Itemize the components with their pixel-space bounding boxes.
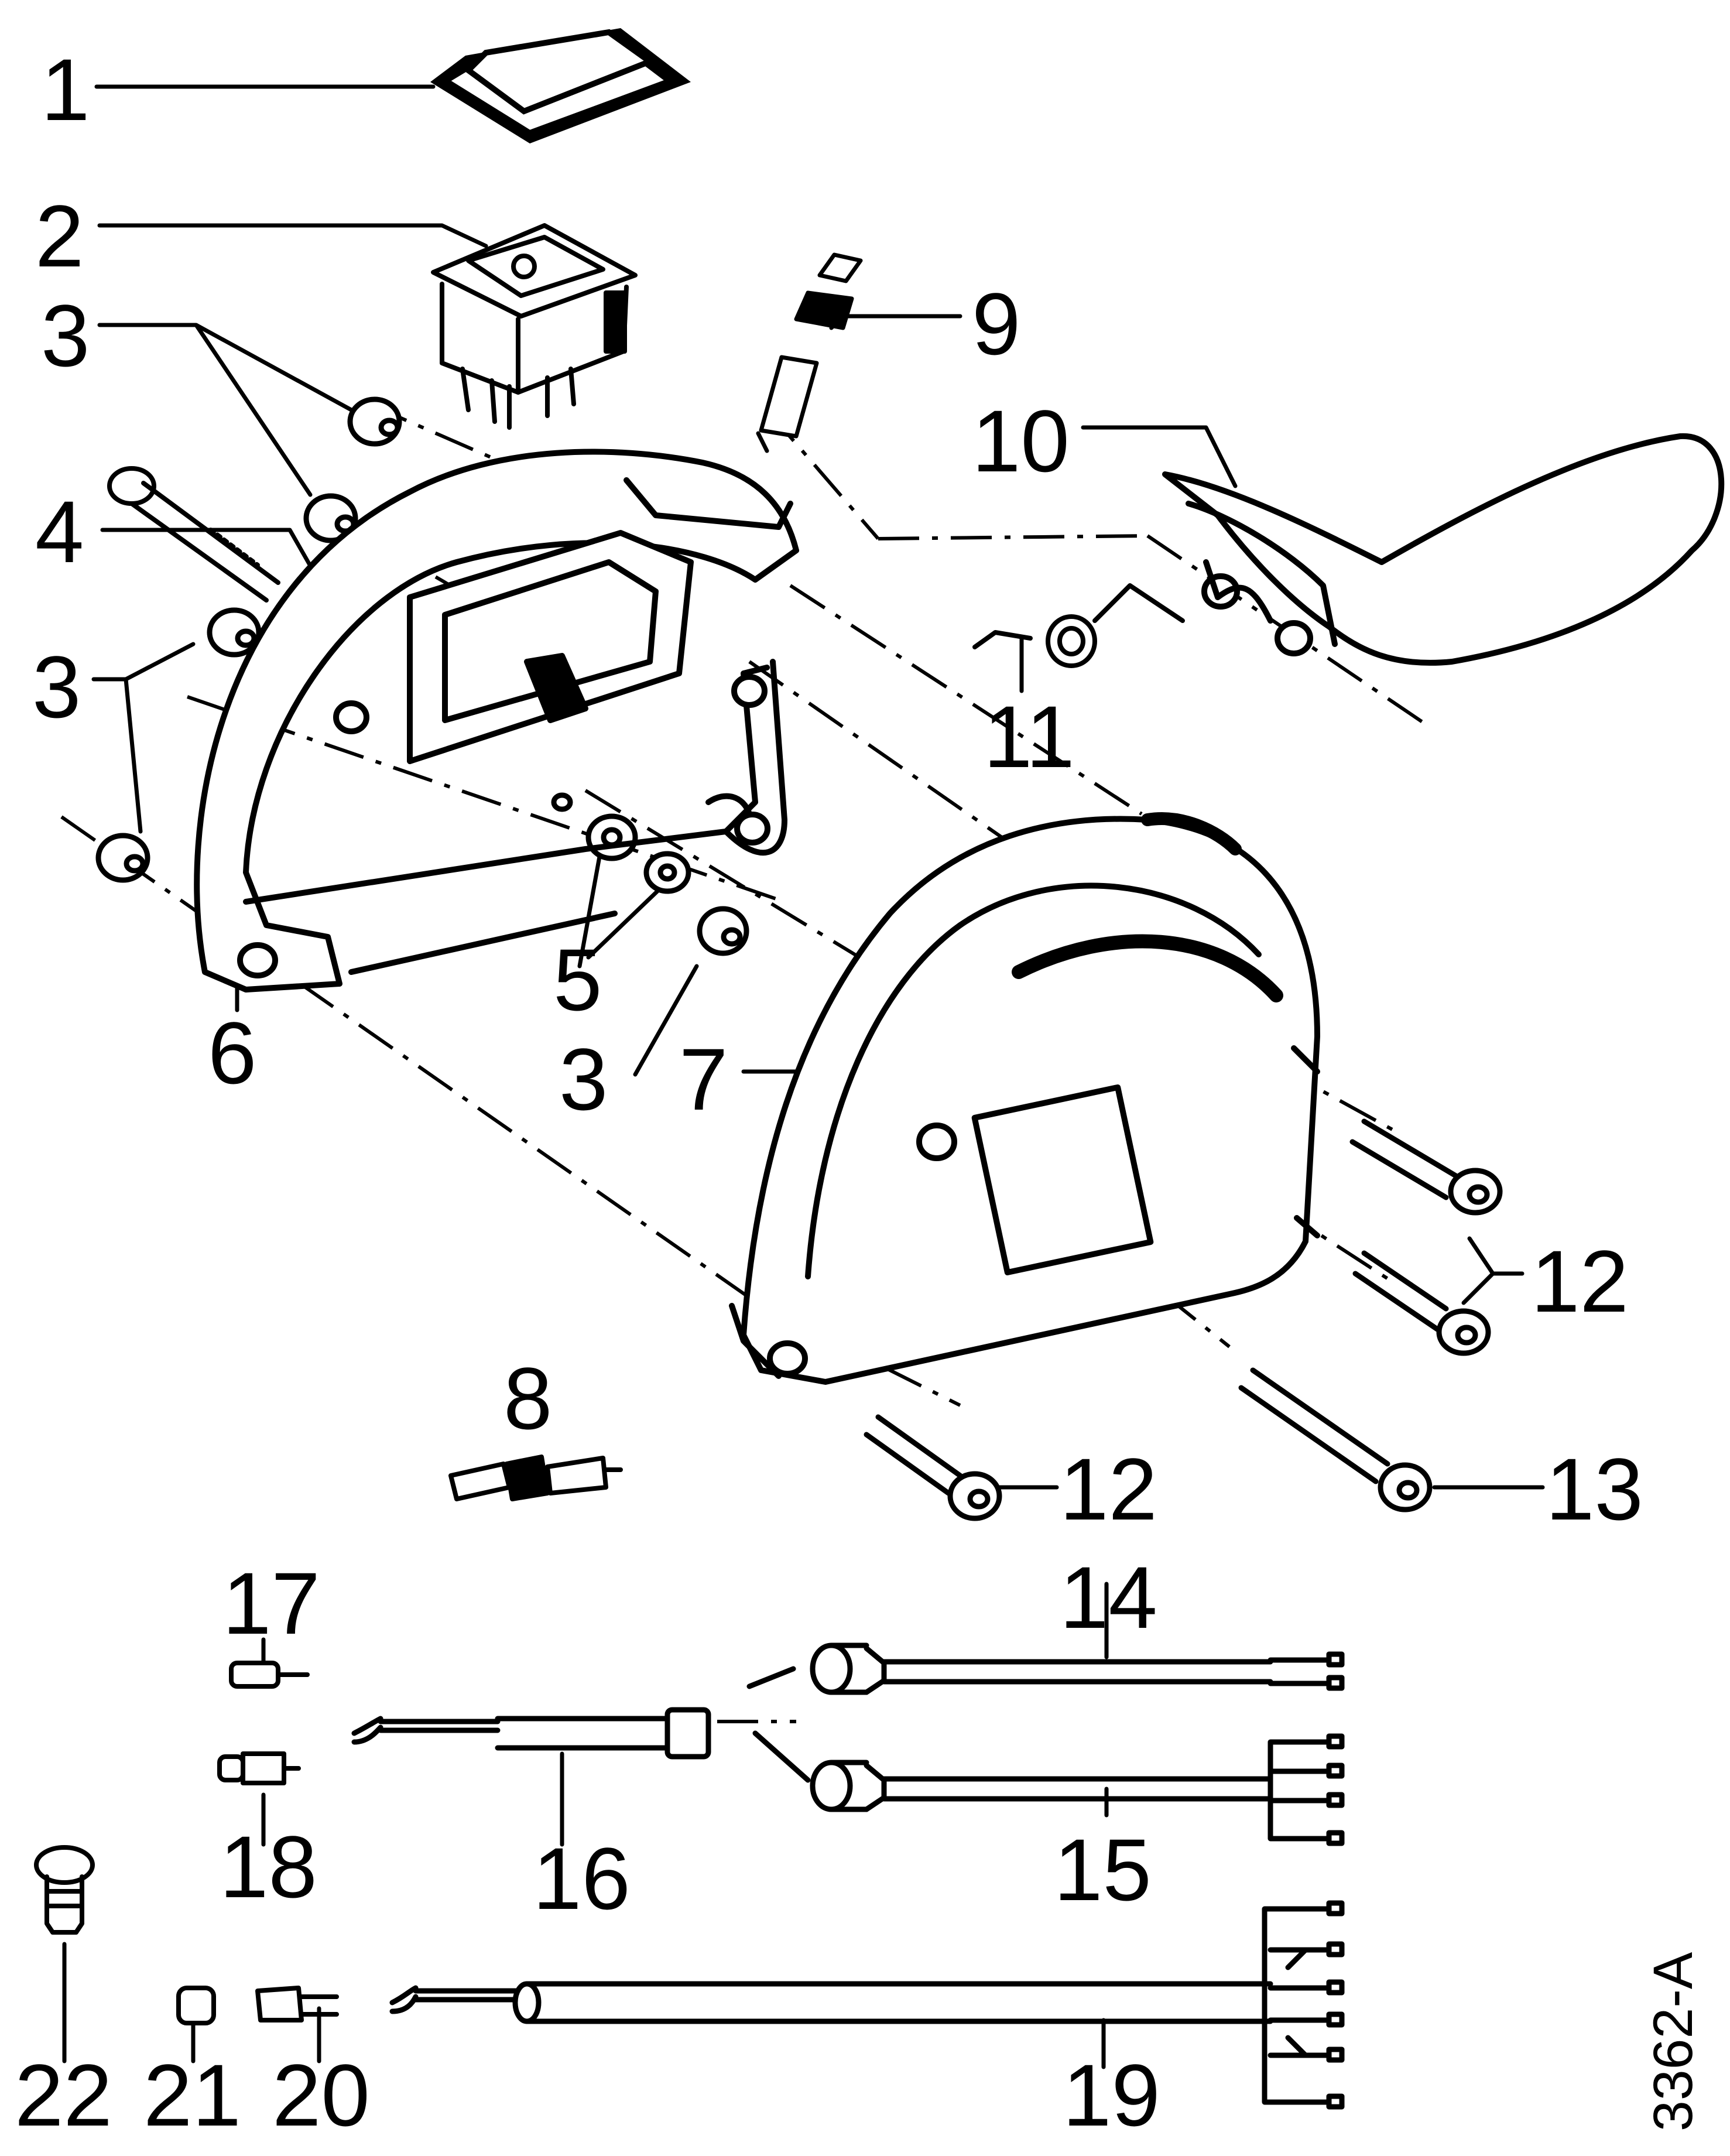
part-7-front-cover bbox=[729, 812, 1320, 1385]
part-2-rocker-switch bbox=[431, 223, 638, 430]
callout-3-bottom: 3 bbox=[559, 1030, 608, 1128]
small-terminal-parts bbox=[34, 1661, 339, 2025]
callout-6: 6 bbox=[208, 1004, 256, 1102]
callout-4: 4 bbox=[35, 482, 84, 581]
part-12-13-screws bbox=[864, 1118, 1503, 1521]
callout-13: 13 bbox=[1546, 1440, 1643, 1538]
callout-18: 18 bbox=[220, 1818, 317, 1916]
callout-3-left: 3 bbox=[32, 638, 81, 736]
part-1-cover-plate bbox=[430, 28, 691, 143]
part-6-housing-frame bbox=[194, 449, 799, 993]
callout-7: 7 bbox=[679, 1030, 728, 1128]
callout-12-right: 12 bbox=[1531, 1232, 1629, 1330]
drawing-code: 3362-A bbox=[1642, 1952, 1704, 2131]
callout-3-top: 3 bbox=[41, 286, 90, 385]
part-11-torsion-spring bbox=[972, 583, 1185, 668]
part-9-connector bbox=[756, 252, 863, 453]
callout-labels: 1 2 3 4 3 6 5 3 7 9 10 11 12 8 12 13 17 … bbox=[15, 40, 1704, 2144]
part-10-lever-handle bbox=[1162, 433, 1725, 666]
callout-9: 9 bbox=[972, 275, 1020, 373]
part-8-connector bbox=[448, 1455, 623, 1501]
callout-5: 5 bbox=[553, 930, 602, 1029]
callout-17: 17 bbox=[222, 1554, 320, 1652]
part-4-long-screw bbox=[107, 466, 280, 603]
callout-15: 15 bbox=[1054, 1820, 1152, 1919]
callout-20: 20 bbox=[272, 2046, 370, 2144]
callout-19: 19 bbox=[1063, 2046, 1160, 2144]
cable-assemblies bbox=[351, 1642, 1345, 2110]
callout-8: 8 bbox=[503, 1349, 552, 1447]
callout-1: 1 bbox=[41, 40, 90, 139]
callout-2: 2 bbox=[35, 187, 84, 285]
callout-11: 11 bbox=[984, 687, 1075, 786]
callout-12-bottom: 12 bbox=[1060, 1440, 1157, 1538]
callout-10: 10 bbox=[972, 392, 1070, 490]
callout-16: 16 bbox=[533, 1829, 631, 1928]
nuts-and-spacers bbox=[95, 396, 749, 956]
